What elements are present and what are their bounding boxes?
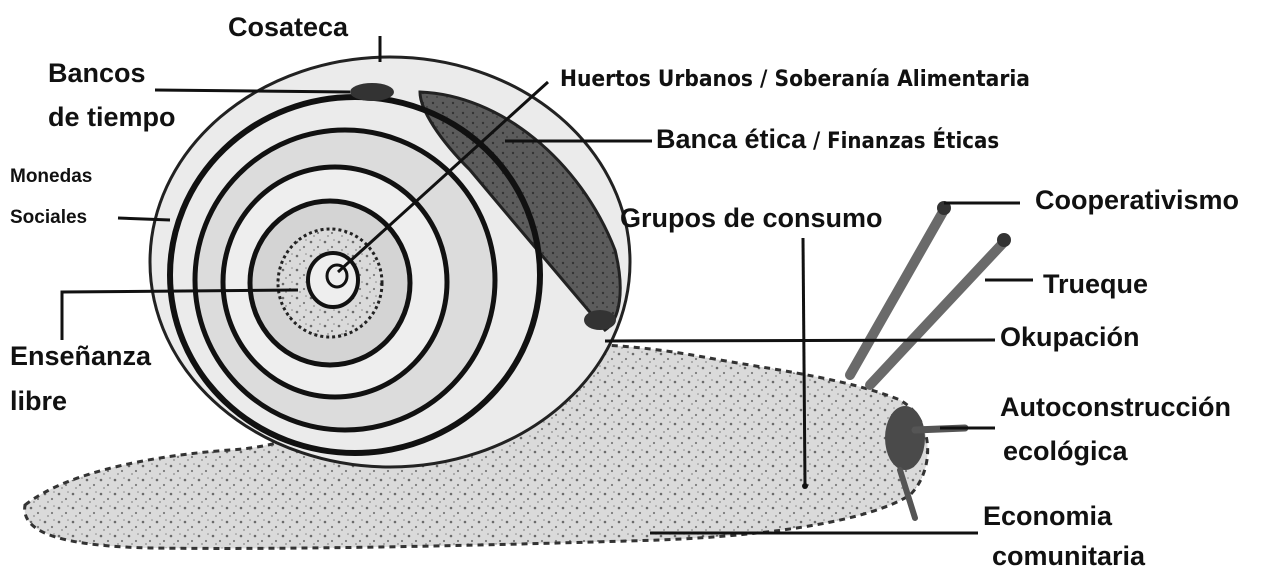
label-finanzas-eticas: / Finanzas Éticas: [806, 128, 999, 154]
leader-grupos-consumo: [803, 238, 805, 485]
leader-bancos-tiempo: [155, 90, 350, 92]
label-cooperativismo: Cooperativismo: [1035, 185, 1239, 215]
label-banca-etica-group: Banca ética / Finanzas Éticas: [656, 124, 999, 154]
label-autoconstruccion-line1: Autoconstrucción: [1000, 392, 1231, 422]
label-monedas-line1: Monedas: [10, 166, 92, 187]
label-economia-line1: Economia: [983, 501, 1113, 531]
label-trueque: Trueque: [1043, 269, 1148, 299]
label-ensenanza-line1: Enseñanza: [10, 341, 152, 371]
label-grupos-consumo: Grupos de consumo: [620, 203, 883, 233]
snail-shell: [150, 57, 630, 467]
label-autoconstruccion-line2: ecológica: [1003, 436, 1129, 466]
label-banca-etica: Banca ética: [656, 124, 807, 154]
label-huertos: Huertos Urbanos / Soberanía Alimentaria: [560, 67, 1030, 92]
label-bancos-tiempo-line1: Bancos: [48, 58, 146, 88]
label-economia-line2: comunitaria: [992, 541, 1146, 571]
leader-okupacion: [605, 340, 995, 341]
label-ensenanza-line2: libre: [10, 386, 67, 416]
label-monedas-line2: Sociales: [10, 207, 87, 228]
label-okupacion: Okupación: [1000, 322, 1140, 352]
label-bancos-tiempo-line2: de tiempo: [48, 102, 176, 132]
label-cosateca: Cosateca: [228, 12, 349, 42]
leader-monedas: [118, 218, 170, 220]
